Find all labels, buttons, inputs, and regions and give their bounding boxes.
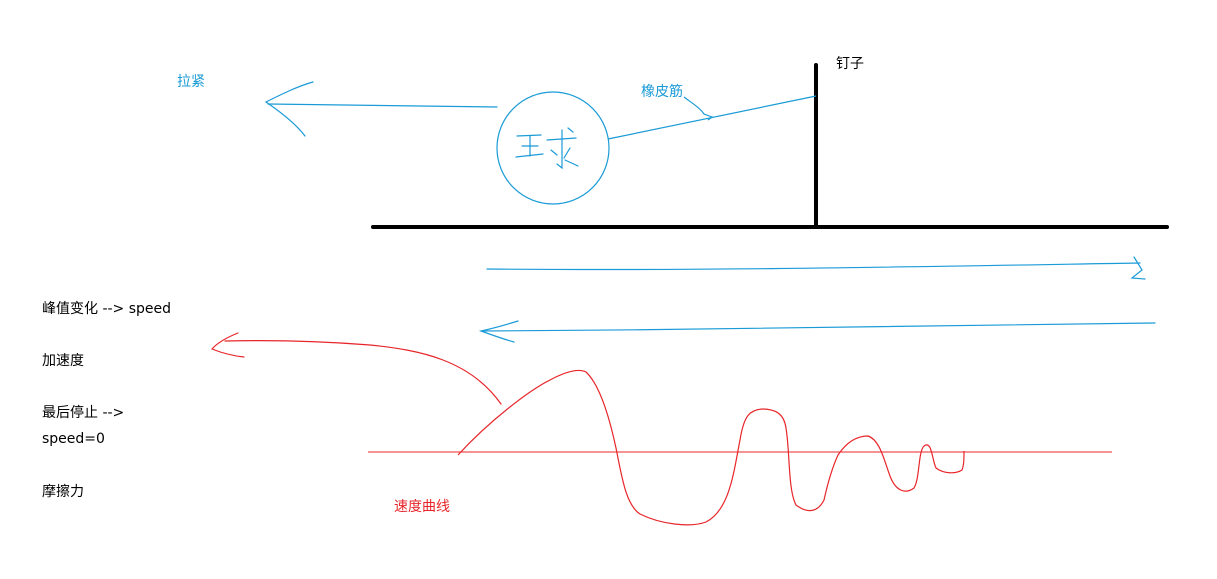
pull-tight-label: 拉紧 <box>177 74 205 90</box>
left-blue-arrow <box>478 320 1156 343</box>
peak-change-label: 峰值变化 --> speed <box>42 301 172 317</box>
speed-curve-label: 速度曲线 <box>394 499 450 515</box>
speed-curve-line <box>457 369 965 526</box>
right-blue-arrow <box>486 256 1146 280</box>
pull-tight-arrow <box>264 81 498 137</box>
final-stop-label-line2: speed=0 <box>42 431 105 447</box>
final-stop-label-line1: 最后停止 --> <box>42 405 125 421</box>
red-curved-arrow <box>210 332 502 405</box>
rubber-band-label: 橡皮筋 <box>641 84 683 100</box>
friction-label: 摩擦力 <box>42 484 84 500</box>
ball-circle <box>496 91 610 205</box>
nail-label: 钉子 <box>836 56 864 72</box>
ball-handwriting-icon <box>515 127 579 170</box>
rubber-band-pointer <box>683 96 714 121</box>
acceleration-label: 加速度 <box>42 353 84 369</box>
